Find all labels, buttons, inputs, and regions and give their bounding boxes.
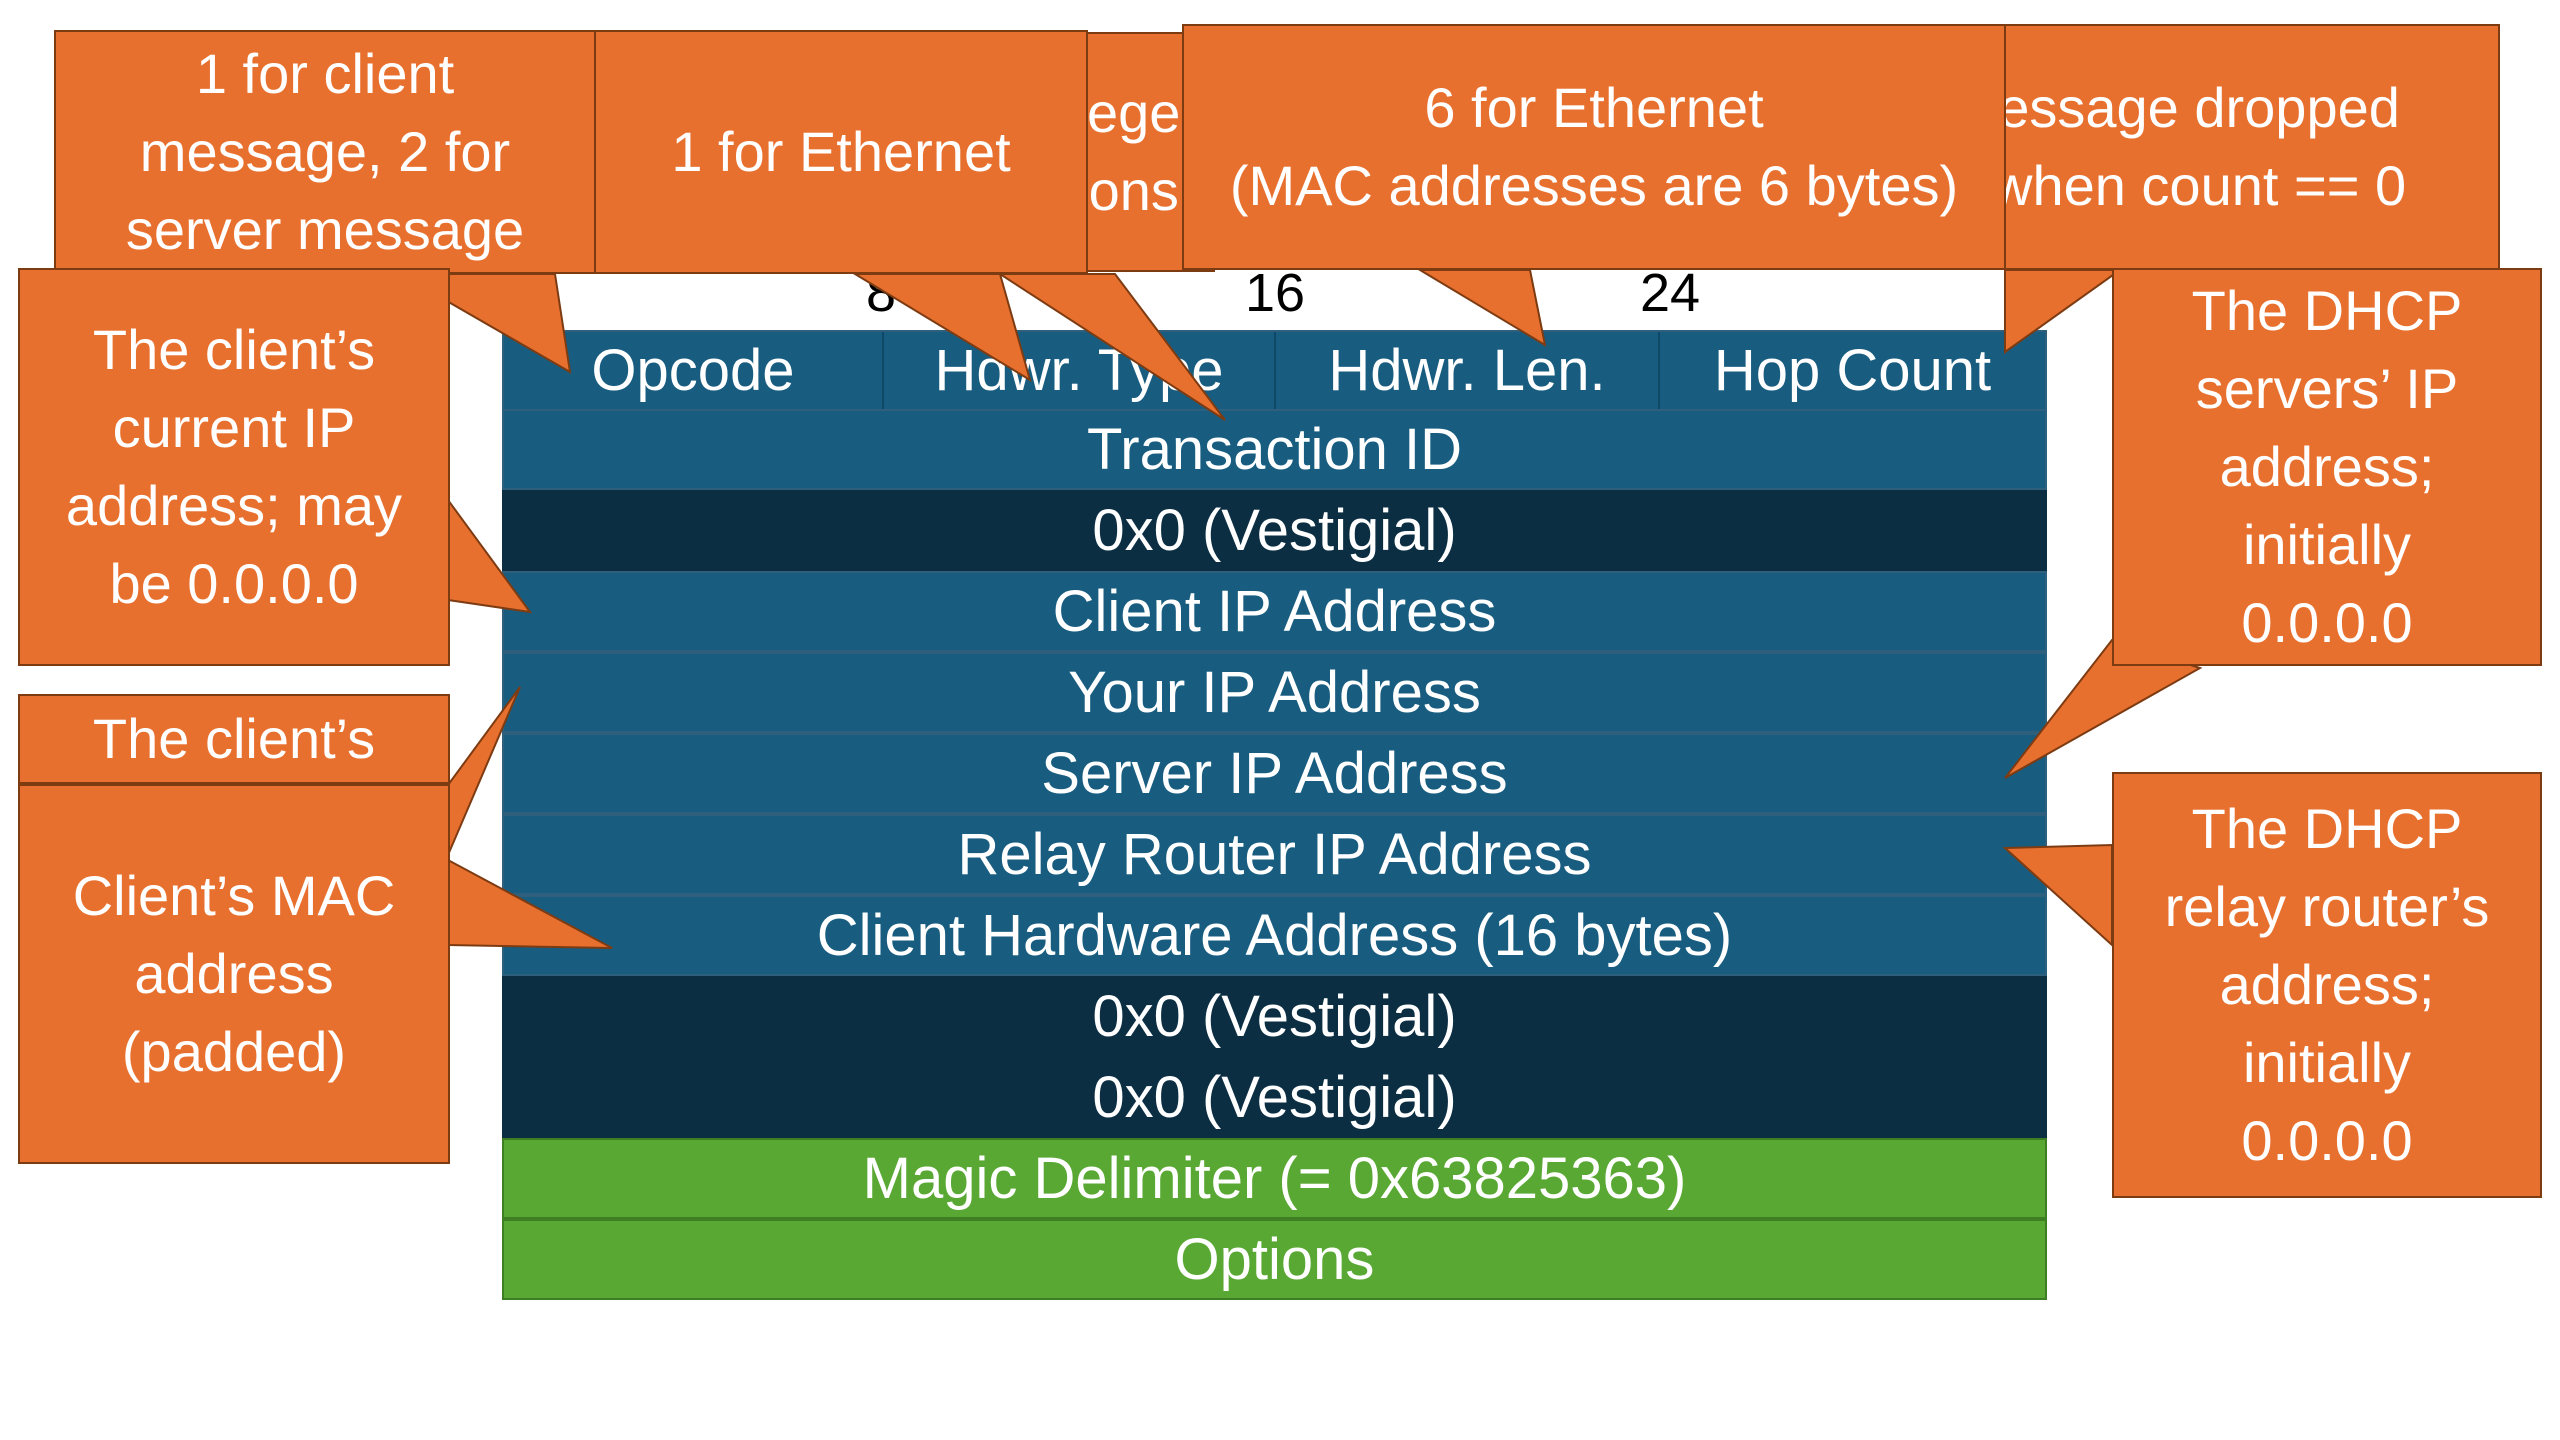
row-options: Options (502, 1219, 2047, 1300)
pointer-hop-count (2004, 269, 2124, 354)
pointer-hidden-callout (996, 273, 1226, 421)
callout-client-mac: Client’s MAC address (padded) (18, 784, 450, 1164)
row-vestigial-1: 0x0 (Vestigial) (502, 490, 2047, 571)
row-server-ip: Server IP Address (502, 733, 2047, 814)
field-hardware-length: Hdwr. Len. (1276, 332, 1660, 409)
row-client-ip: Client IP Address (502, 571, 2047, 652)
row-transaction-id: Transaction ID (502, 409, 2047, 490)
header-fields-row: Opcode Hdwr. Type Hdwr. Len. Hop Count (502, 330, 2047, 411)
bit-offset-16: 16 (1245, 263, 1306, 323)
pointer-relay-router (2002, 843, 2113, 948)
row-relay-router-ip: Relay Router IP Address (502, 814, 2047, 895)
pointer-your-ip (447, 686, 521, 856)
callout-hardware-length: 6 for Ethernet (MAC addresses are 6 byte… (1182, 24, 2006, 270)
pointer-mac (447, 858, 613, 949)
callout-relay-router: The DHCP relay router’s address; initial… (2112, 772, 2542, 1198)
pointer-hardware-type (851, 273, 1032, 383)
field-hop-count: Hop Count (1713, 338, 1992, 403)
row-vestigial-3: 0x0 (Vestigial) (502, 1057, 2047, 1138)
pointer-hardware-length (1416, 269, 1547, 348)
callout-your-ip: The client’s (18, 694, 450, 784)
callout-hardware-type: 1 for Ethernet (594, 30, 1088, 274)
row-magic-delimiter: Magic Delimiter (= 0x63825363) (502, 1138, 2047, 1219)
row-your-ip: Your IP Address (502, 652, 2047, 733)
row-vestigial-2: 0x0 (Vestigial) (502, 976, 2047, 1057)
pointer-client-ip (447, 496, 533, 614)
callout-server-ip: The DHCP servers’ IP address; initially … (2112, 268, 2542, 666)
bit-offset-24: 24 (1640, 263, 1701, 323)
callout-client-ip: The client’s current IP address; may be … (18, 268, 450, 666)
field-opcode: Opcode (504, 332, 884, 409)
callout-opcode: 1 for client message, 2 for server messa… (54, 30, 596, 274)
